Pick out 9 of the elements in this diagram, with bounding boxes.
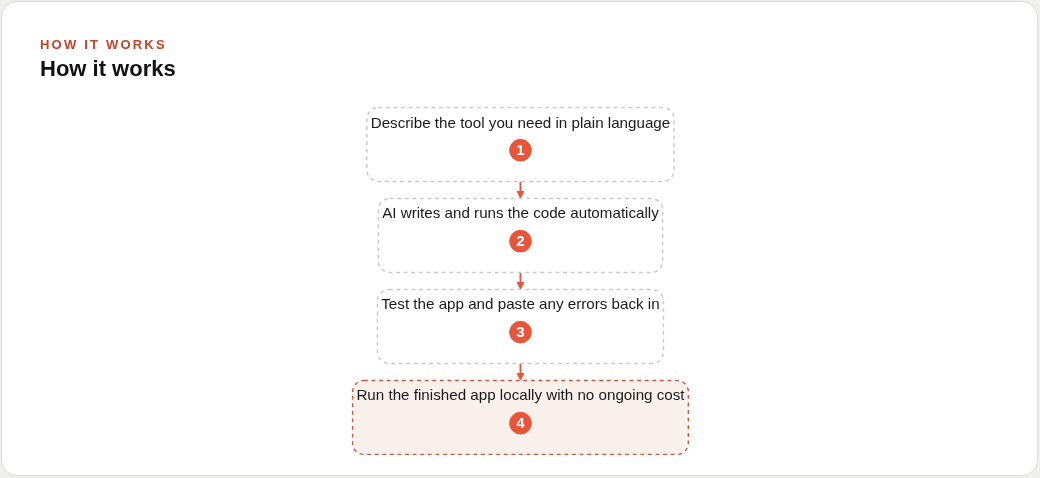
- node-circle: 2: [508, 229, 532, 253]
- arrow: [515, 271, 525, 290]
- arrow: [515, 362, 525, 381]
- node-circle: 4: [508, 411, 532, 435]
- eyebrow-label: HOW IT WORKS: [40, 36, 168, 53]
- node-circle: 1: [508, 138, 532, 162]
- title: How it works: [40, 56, 176, 82]
- node-circle: 3: [508, 320, 532, 344]
- arrow: [515, 180, 525, 199]
